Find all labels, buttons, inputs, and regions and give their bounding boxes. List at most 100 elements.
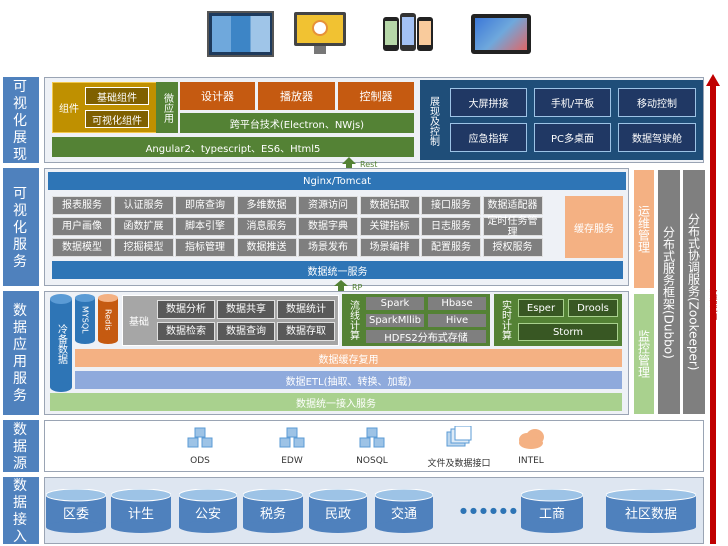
mobile-phones-image: [383, 13, 433, 53]
service-cell: 授权服务: [482, 238, 543, 257]
layer-label-vis-service: 可视化服务: [3, 168, 39, 286]
service-cell: 函数扩展: [113, 217, 174, 236]
monitor-management-column: 监控管理: [634, 294, 654, 414]
stream-label: 流线计算: [347, 300, 359, 340]
service-cell: 资源访问: [298, 196, 358, 215]
dubbo-column: 分布式服务框架(Dubbo): [658, 170, 680, 414]
data-cache-reuse-bar: 数据缓存复用: [75, 349, 622, 367]
rp-arrow: [334, 280, 348, 293]
frameworks-box: Angular2、typescript、ES6、Html5: [52, 137, 414, 157]
dashboard-monitor-image: [294, 12, 346, 54]
display-control-label: 展现及控制: [427, 96, 439, 146]
service-cell: 场景发布: [298, 238, 358, 257]
access-source-label: 计生: [127, 507, 154, 522]
display-control-group: 展现及控制 大屏拼接 手机/平板 移动控制 应急指挥 PC多桌面 数据驾驶舱: [420, 80, 703, 160]
component-group: 组件 基础组件 可视化组件: [52, 82, 178, 133]
access-source-cylinder: 公安: [179, 489, 237, 533]
drools-box: Drools: [568, 299, 618, 317]
basic-item: 数据检索: [157, 322, 215, 341]
service-cell: 接口服务: [421, 196, 481, 215]
access-source-cylinder: 工商: [521, 489, 583, 533]
ops-management-column: 运维管理: [634, 170, 654, 288]
basic-item: 数据统计: [277, 300, 335, 319]
basic-group: 基础 数据分析数据共享数据统计数据检索数据查询数据存取: [122, 295, 339, 346]
service-cell: 数据模型: [52, 238, 112, 257]
phone-tablet-box: 手机/平板: [534, 88, 611, 117]
emergency-box: 应急指挥: [450, 123, 527, 152]
pc-multi-desktop-box: PC多桌面: [534, 123, 611, 152]
ods-database-icon: [186, 426, 214, 450]
service-cell: 关键指标: [359, 217, 420, 236]
top-device-row: [0, 0, 728, 68]
cache-service-box: 缓存服务: [565, 196, 623, 258]
realtime-compute-group: 实时计算 Esper Drools Storm: [494, 294, 622, 346]
hdfs-box: HDFS2分布式存储: [366, 330, 486, 344]
service-cell: 认证服务: [113, 196, 174, 215]
cross-platform-box: 跨平台技术(Electron、NWjs): [180, 113, 414, 133]
service-cell: 脚本引擎: [175, 217, 235, 236]
rest-label: Rest: [360, 160, 378, 169]
service-cell: 用户画像: [52, 217, 112, 236]
source-label: INTEL: [518, 456, 544, 466]
rp-label: RP: [352, 283, 363, 292]
basic-item: 数据存取: [277, 322, 335, 341]
access-source-label: 税务: [259, 507, 286, 522]
service-cell: 数据推送: [236, 238, 297, 257]
access-source-cylinder: 计生: [111, 489, 171, 533]
designer-box: 设计器: [180, 82, 255, 110]
service-cell: 指标管理: [175, 238, 235, 257]
data-flow-label: 数据流向: [709, 288, 718, 320]
edw-database-icon: [278, 426, 306, 450]
service-cell: 挖掘模型: [113, 238, 174, 257]
access-source-label: 区委: [62, 507, 89, 522]
controller-box: 控制器: [338, 82, 414, 110]
access-source-cylinder: 社区数据: [606, 489, 696, 533]
spark-box: Spark: [366, 297, 424, 310]
data-unified-access-bar: 数据统一接入服务: [50, 393, 622, 411]
micro-app-box: 微应用: [156, 82, 178, 133]
layer-label-data-source: 数据源: [3, 420, 39, 472]
redis-label: Redis: [103, 309, 113, 331]
sparkmllib-box: SparkMllib: [366, 314, 424, 327]
esper-box: Esper: [518, 299, 564, 317]
access-source-label: 交通: [390, 507, 417, 522]
service-cell: 配置服务: [421, 238, 481, 257]
hbase-box: Hbase: [428, 297, 486, 310]
nosql-database-icon: [358, 426, 386, 450]
nginx-tomcat-bar: Nginx/Tomcat: [48, 172, 626, 190]
hive-box: Hive: [428, 314, 486, 327]
data-etl-bar: 数据ETL(抽取、转换、加载): [75, 371, 622, 389]
layer-label-data-access: 数据接入: [3, 477, 39, 545]
basic-label: 基础: [129, 316, 149, 328]
mysql-label: MYSQL: [80, 306, 90, 334]
cloud-icon: [517, 426, 545, 450]
layer-label-data-app: 数据应用服务: [3, 291, 39, 415]
service-cell: 报表服务: [52, 196, 112, 215]
mobile-control-box: 移动控制: [618, 88, 696, 117]
service-cell: 消息服务: [236, 217, 297, 236]
access-source-cylinder: 民政: [309, 489, 367, 533]
vis-component-box: 可视化组件: [85, 110, 149, 128]
cold-backup-label: 冷备数据: [55, 324, 67, 364]
basic-item: 数据共享: [217, 300, 275, 319]
basic-item: 数据分析: [157, 300, 215, 319]
data-cockpit-box: 数据驾驶舱: [618, 123, 696, 152]
source-label: EDW: [281, 456, 303, 466]
mysql-cylinder: MYSQL: [75, 294, 95, 344]
access-source-cylinder: 交通: [375, 489, 433, 533]
service-cell: 即席查询: [175, 196, 235, 215]
video-wall-image: [207, 11, 274, 57]
service-cell: 数据适配器: [482, 196, 543, 215]
service-cell: 场景编排: [359, 238, 420, 257]
access-source-label: 社区数据: [624, 507, 677, 522]
component-label: 组件: [59, 103, 79, 115]
realtime-label: 实时计算: [499, 300, 511, 340]
service-cell: 多维数据: [236, 196, 297, 215]
service-cell: 日志服务: [421, 217, 481, 236]
access-source-cylinder: 区委: [46, 489, 106, 533]
data-flow-arrow: [706, 74, 720, 544]
access-source-cylinder: 税务: [243, 489, 303, 533]
file-interface-icon: [445, 425, 473, 450]
storm-box: Storm: [518, 323, 618, 341]
cold-backup-cylinder: 冷备数据: [50, 294, 72, 392]
